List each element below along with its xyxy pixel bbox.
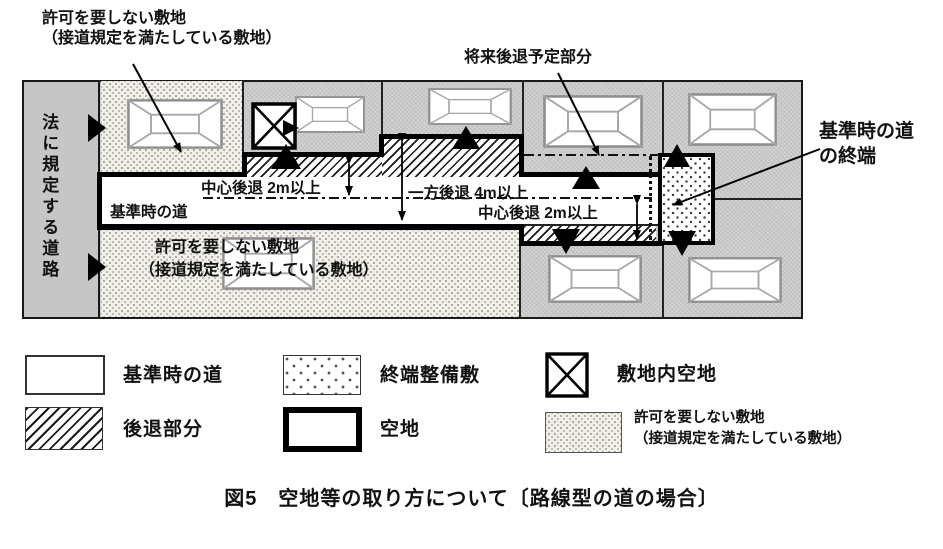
annotation-road-end-line2: の終端 bbox=[819, 146, 877, 167]
legal-road-strip bbox=[22, 80, 100, 319]
legend-label-setback: 後退部分 bbox=[123, 419, 204, 440]
open-space-outline bbox=[379, 134, 523, 139]
setback-hatch-oneside bbox=[382, 138, 522, 177]
annotation-future-setback: 将来後退予定部分 bbox=[464, 49, 593, 66]
annotation-road-end: 基準時の道 の終端 bbox=[819, 119, 914, 169]
open-space-outline bbox=[519, 224, 524, 246]
legend-label-exempt-site-line1: 許可を要しない敷地 bbox=[634, 410, 765, 426]
legend-swatch-site-open-space bbox=[545, 352, 589, 398]
annotation-exempt-top-line2: （接道規定を満たしている敷地） bbox=[42, 30, 282, 47]
dim-center-setback-bottom: 中心後退 2m以上 bbox=[478, 205, 598, 222]
lot-divider bbox=[715, 198, 802, 200]
setback-hatch-center-top bbox=[245, 156, 382, 177]
base-road-label: 基準時の道 bbox=[110, 204, 188, 221]
open-space-outline bbox=[519, 241, 664, 246]
legend-label-exempt-site: 許可を要しない敷地 （接道規定を満たしている敷地） bbox=[634, 408, 851, 450]
legend-swatch-exempt-site bbox=[545, 412, 622, 453]
exempt-lot-top-left bbox=[101, 81, 243, 173]
legend-swatch-terminal bbox=[283, 355, 361, 395]
figure-caption: 図5 空地等の取り方について〔路線型の道の場合〕 bbox=[224, 488, 719, 510]
open-space-outline bbox=[97, 172, 102, 230]
legend-label-base-road: 基準時の道 bbox=[123, 365, 224, 386]
lot-divider bbox=[662, 245, 664, 318]
legend-swatch-setback bbox=[25, 407, 103, 450]
legend-label-open-space: 空地 bbox=[380, 419, 421, 440]
legend-swatch-base-road bbox=[25, 355, 105, 395]
open-space-outline bbox=[519, 134, 524, 177]
open-space-outline bbox=[519, 172, 660, 177]
annotation-exempt-bottom-line2: （接道規定を満たしている敷地） bbox=[139, 262, 379, 279]
lot-divider bbox=[519, 227, 521, 318]
legend-label-site-open-space: 敷地内空地 bbox=[617, 364, 718, 385]
annotation-exempt-bottom-line1: 許可を要しない敷地 bbox=[155, 239, 300, 256]
lot-divider bbox=[242, 81, 244, 172]
open-space-outline bbox=[97, 224, 522, 230]
legend-label-terminal: 終端整備敷 bbox=[380, 365, 481, 386]
lot-divider bbox=[522, 81, 524, 138]
setback-hatch-bottom bbox=[524, 226, 656, 241]
open-space-outline bbox=[242, 152, 383, 157]
open-space-outline bbox=[379, 134, 384, 157]
legend-swatch-open-space bbox=[283, 407, 362, 452]
annotation-road-end-line1: 基準時の道 bbox=[819, 121, 915, 142]
open-space-outline bbox=[97, 172, 247, 177]
lot-divider bbox=[381, 81, 383, 138]
terminal-improvement-area bbox=[658, 153, 715, 245]
base-road-band bbox=[100, 177, 658, 225]
lot-divider bbox=[662, 81, 664, 153]
road-end-dotted-line bbox=[649, 156, 652, 240]
legal-road-vertical-label: 法に規定する道路 bbox=[39, 113, 59, 281]
annotation-exempt-top-line1: 許可を要しない敷地 bbox=[42, 10, 187, 27]
annotation-exempt-top: 許可を要しない敷地 （接道規定を満たしている敷地） bbox=[42, 9, 282, 49]
dim-center-setback-top: 中心後退 2m以上 bbox=[201, 180, 321, 197]
legend-label-exempt-site-line2: （接道規定を満たしている敷地） bbox=[634, 431, 852, 447]
dim-one-side-setback: 一方後退 4m以上 bbox=[408, 185, 528, 202]
road-centerline bbox=[203, 197, 652, 200]
road-bottom-thin-line bbox=[522, 224, 658, 226]
open-space-outline bbox=[242, 152, 247, 177]
future-setback-line bbox=[524, 154, 658, 157]
